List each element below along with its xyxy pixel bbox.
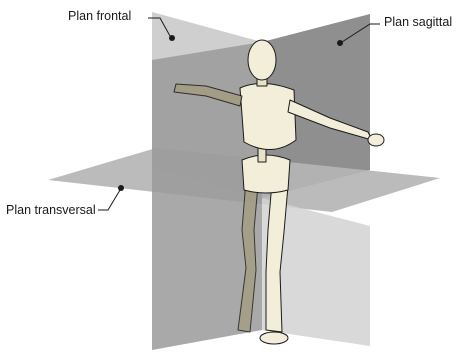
sagittal-marker	[337, 40, 343, 46]
label-plan-transversal: Plan transversal	[6, 203, 96, 217]
torso	[240, 83, 296, 149]
right-foot	[260, 332, 288, 344]
right-hand	[368, 134, 384, 146]
head	[248, 40, 276, 80]
transversal-leader	[98, 190, 120, 210]
label-plan-frontal: Plan frontal	[68, 9, 131, 23]
frontal-marker	[169, 35, 175, 41]
transversal-marker	[118, 185, 124, 191]
label-plan-sagittal: Plan sagittal	[384, 15, 452, 29]
